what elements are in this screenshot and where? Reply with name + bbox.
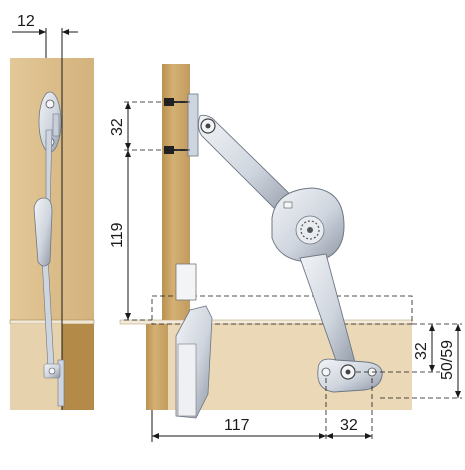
dim-base-width-label: 32 [340, 417, 358, 434]
dim-depth-label: 117 [224, 417, 250, 434]
side-view: 12 [9, 13, 95, 410]
latch [175, 263, 197, 301]
dim-arm-height-label: 119 [109, 222, 126, 248]
upper-bracket [187, 93, 199, 157]
side-lower-plate [57, 359, 65, 407]
dimension-lines: 32 119 32 50/59 117 32 [109, 101, 462, 442]
dim-side-width-label: 12 [17, 13, 35, 30]
side-view-cabinet-lower-dark [62, 324, 94, 410]
shelf-edge [119, 319, 413, 325]
screw-icon [45, 99, 55, 109]
side-view-shelf-line [9, 319, 95, 325]
side-spring-housing [33, 197, 53, 267]
door-outline [151, 295, 413, 325]
dim-upper-offset-label: 32 [109, 118, 126, 136]
screw-icon [321, 367, 331, 377]
cabinet-side-lower [146, 324, 168, 410]
front-view [119, 64, 413, 419]
dim-base-spacing-label: 32 [413, 342, 430, 360]
dim-bottom-height-label: 50/59 [439, 340, 456, 380]
pivot-icon [48, 367, 56, 375]
